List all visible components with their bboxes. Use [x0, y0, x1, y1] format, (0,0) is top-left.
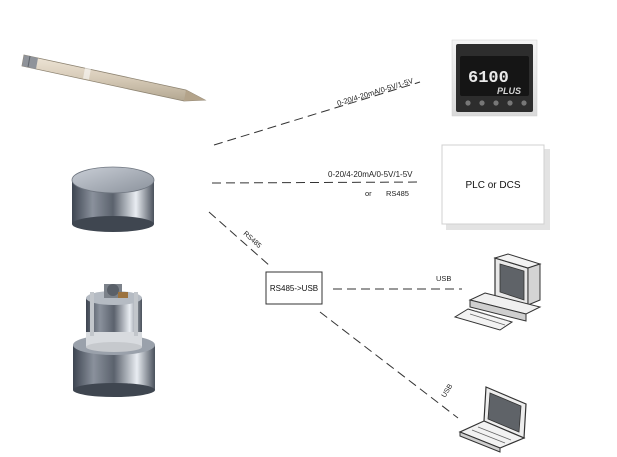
plc-or-label: or: [365, 189, 372, 198]
plc-rs485-label: RS485: [386, 189, 409, 198]
converter-rs485-label: RS485: [242, 230, 263, 250]
controller-brand-text: PLUS: [497, 86, 521, 96]
laptop-icon: [458, 386, 527, 453]
rs485-usb-converter-box: RS485->USB: [265, 271, 323, 305]
converter-label: RS485->USB: [270, 284, 318, 293]
pencil-probe-sensor-icon: [21, 54, 207, 102]
link-to-laptop: [319, 311, 459, 419]
panel-controller-icon: 6100 PLUS: [451, 39, 538, 117]
desktop-computer-icon: [453, 253, 542, 331]
link-to-plc: [211, 181, 423, 184]
desktop-usb-label: USB: [436, 274, 451, 283]
plc-dcs-label: PLC or DCS: [465, 180, 520, 191]
controller-signal-label: 0-20/4-20mA/0-5V/1-5V: [336, 76, 414, 108]
controller-display-text: 6100: [468, 69, 509, 88]
link-to-controller: [213, 81, 421, 146]
laptop-usb-label: USB: [441, 383, 455, 399]
tank-sensor-icon: [73, 284, 155, 397]
plc-signal-label: 0-20/4-20mA/0-5V/1-5V: [328, 170, 413, 179]
plc-dcs-box: PLC or DCS: [441, 144, 550, 230]
link-to-converter: [208, 211, 271, 267]
disc-sensor-icon: [71, 166, 155, 232]
